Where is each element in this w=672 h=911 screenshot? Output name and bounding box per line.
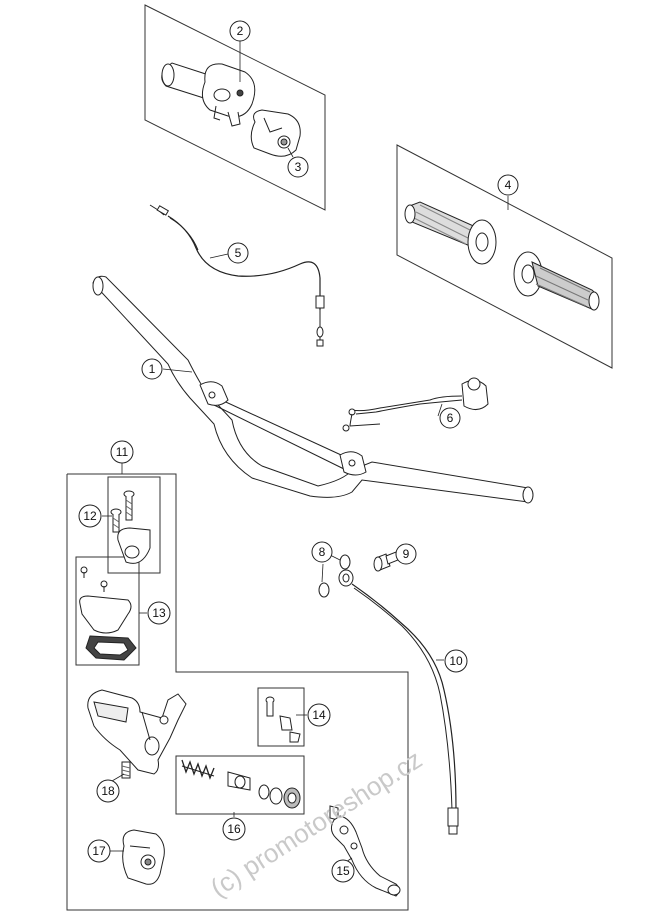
callout-12-label: 12 xyxy=(83,509,97,523)
callout-3: 3 xyxy=(287,156,309,178)
callout-5-label: 5 xyxy=(235,246,242,260)
callout-13: 13 xyxy=(147,601,171,625)
callout-6: 6 xyxy=(439,407,461,429)
grips-kit-frame xyxy=(396,144,613,369)
diaphragm xyxy=(85,635,137,661)
banjo-bolt xyxy=(373,551,399,572)
callout-9-label: 9 xyxy=(403,547,410,561)
throttle-kit-frame xyxy=(144,4,326,211)
callout-8: 8 xyxy=(311,541,333,563)
kill-switch xyxy=(342,377,489,432)
panel-frames xyxy=(66,4,613,911)
master-cylinder xyxy=(87,689,187,775)
callout-9: 9 xyxy=(395,543,417,565)
callout-13-label: 13 xyxy=(152,606,166,620)
callout-12: 12 xyxy=(78,504,102,528)
clamp-group-frame xyxy=(107,476,161,574)
reservoir-cover xyxy=(79,566,132,634)
handlebar xyxy=(92,275,534,504)
adjust-screw xyxy=(121,761,131,779)
callout-10: 10 xyxy=(444,649,468,673)
piston-kit xyxy=(181,759,301,809)
callout-17: 17 xyxy=(87,839,111,863)
callout-18-label: 18 xyxy=(101,784,115,798)
leader-lines xyxy=(102,41,509,872)
throttle-tube xyxy=(161,62,256,127)
callout-4: 4 xyxy=(497,174,519,196)
clamp-bolts xyxy=(110,490,135,533)
callout-2: 2 xyxy=(229,20,251,42)
callout-17-label: 17 xyxy=(92,844,106,858)
callout-1-label: 1 xyxy=(149,362,156,376)
throttle-cover xyxy=(250,109,301,157)
adjuster-parts xyxy=(265,696,301,743)
callout-10-label: 10 xyxy=(449,654,463,668)
callout-11: 11 xyxy=(110,440,134,464)
callout-11-label: 11 xyxy=(116,445,129,459)
callout-5: 5 xyxy=(227,242,249,264)
callout-3-label: 3 xyxy=(295,160,302,174)
clutch-lever xyxy=(329,805,401,897)
callout-2-label: 2 xyxy=(237,24,244,38)
throttle-cable xyxy=(149,204,325,347)
clamp xyxy=(117,527,151,564)
clutch-group-frame xyxy=(66,473,409,911)
callout-6-label: 6 xyxy=(447,411,454,425)
callout-4-label: 4 xyxy=(505,178,512,192)
callout-1: 1 xyxy=(141,358,163,380)
grip-right xyxy=(513,251,600,311)
piston-group-frame xyxy=(175,755,305,815)
adjuster-group-frame xyxy=(257,687,305,747)
callout-15-label: 15 xyxy=(336,864,350,878)
callout-15: 15 xyxy=(331,859,355,883)
callout-18: 18 xyxy=(96,779,120,803)
seal-ring xyxy=(318,554,351,598)
lever-guard xyxy=(122,829,165,885)
callout-14: 14 xyxy=(307,703,331,727)
cover-group-frame xyxy=(75,556,140,666)
callout-8-label: 8 xyxy=(319,545,326,559)
callouts: 2 3 4 5 1 6 8 9 10 11 12 13 14 16 15 17 … xyxy=(78,20,519,883)
clutch-hose xyxy=(338,569,459,835)
callout-16: 16 xyxy=(222,817,246,841)
grip-left xyxy=(404,201,497,265)
callout-16-label: 16 xyxy=(227,822,241,836)
callout-14-label: 14 xyxy=(312,708,326,722)
